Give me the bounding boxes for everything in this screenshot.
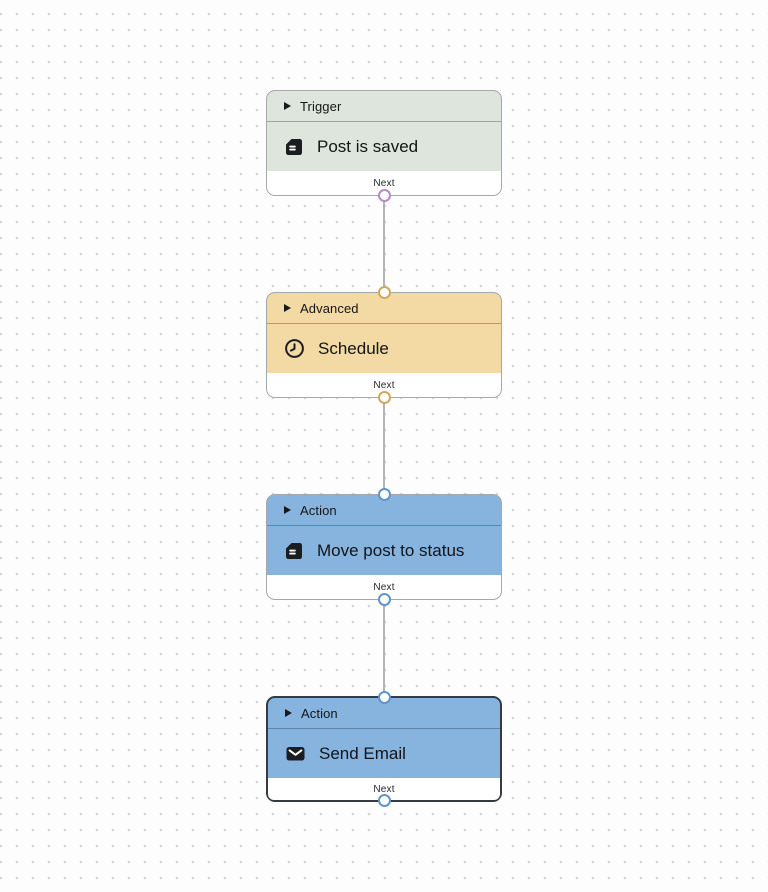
collapse-triangle-icon[interactable] — [285, 709, 292, 717]
output-handle[interactable] — [377, 593, 391, 606]
node-body[interactable]: Move post to status — [267, 526, 501, 575]
node-advanced-schedule[interactable]: Advanced Schedule Next — [266, 286, 502, 404]
node-action-move-post-to-status[interactable]: Action Move post to status Next — [266, 488, 502, 606]
node-body[interactable]: Schedule — [267, 324, 501, 373]
node-body[interactable]: Post is saved — [267, 122, 501, 171]
node-footer: Next — [268, 778, 500, 800]
next-label: Next — [373, 581, 395, 593]
node-title: Send Email — [319, 743, 406, 763]
node-header[interactable]: Action — [268, 698, 500, 729]
output-handle[interactable] — [377, 189, 391, 202]
node-header[interactable]: Action — [267, 495, 501, 526]
node-header[interactable]: Trigger — [267, 91, 501, 122]
input-handle[interactable] — [377, 286, 391, 299]
node-category-label: Trigger — [300, 98, 342, 114]
next-label: Next — [373, 379, 395, 391]
node-action-send-email[interactable]: Action Send Email Next — [266, 691, 502, 807]
collapse-triangle-icon[interactable] — [284, 506, 291, 514]
edge-connector[interactable] — [383, 600, 385, 696]
collapse-triangle-icon[interactable] — [284, 304, 291, 312]
collapse-triangle-icon[interactable] — [284, 102, 291, 110]
clock-icon — [284, 338, 305, 359]
edge-connector[interactable] — [383, 398, 385, 494]
document-icon — [284, 541, 304, 561]
next-label: Next — [373, 177, 395, 189]
input-handle[interactable] — [377, 488, 391, 501]
node-header[interactable]: Advanced — [267, 293, 501, 324]
input-handle[interactable] — [377, 691, 391, 704]
edge-connector[interactable] — [383, 196, 385, 292]
node-title: Post is saved — [317, 136, 419, 156]
node-trigger-post-is-saved[interactable]: Trigger Post is saved Next — [266, 90, 502, 202]
node-category-label: Action — [301, 705, 338, 721]
envelope-icon — [285, 743, 306, 764]
output-handle[interactable] — [377, 391, 391, 404]
document-icon — [284, 137, 304, 157]
node-category-label: Advanced — [300, 300, 359, 316]
next-label: Next — [373, 783, 395, 795]
node-title: Schedule — [318, 338, 389, 358]
node-body[interactable]: Send Email — [268, 729, 500, 778]
node-category-label: Action — [300, 502, 337, 518]
node-title: Move post to status — [317, 540, 465, 560]
output-handle[interactable] — [377, 794, 391, 807]
